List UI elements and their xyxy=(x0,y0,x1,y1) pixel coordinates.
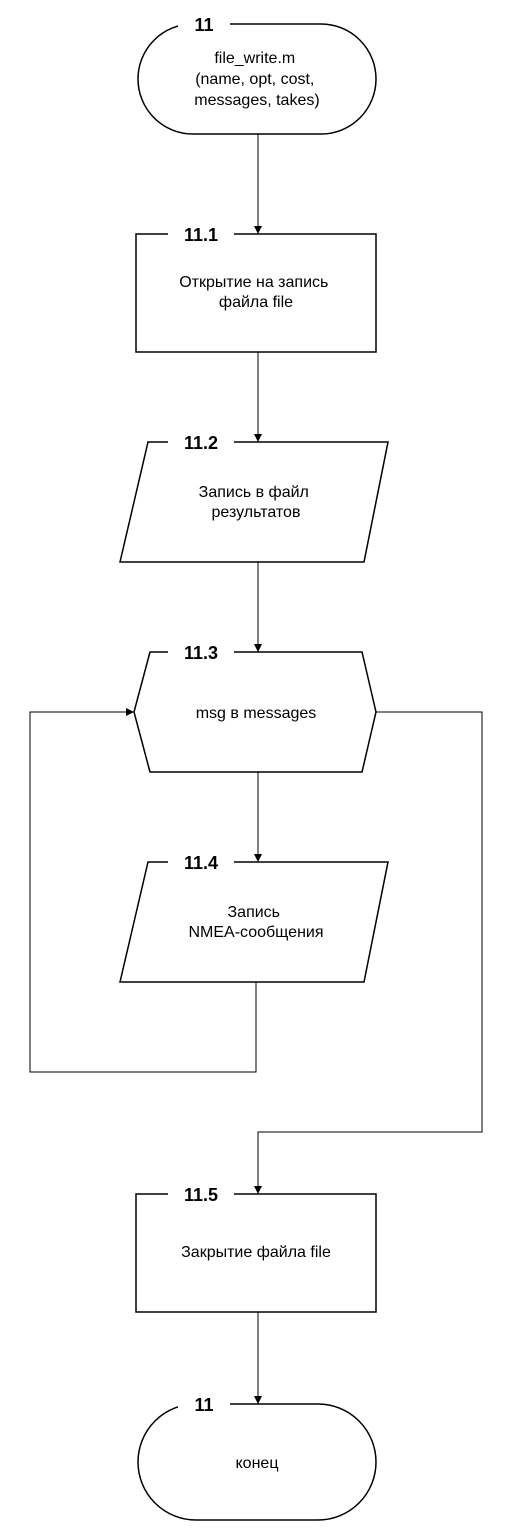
end-terminator-shape xyxy=(137,1403,377,1521)
start-label-line-3: messages, takes) xyxy=(194,92,319,109)
start-number-gap xyxy=(178,14,230,34)
block-11-3-label: msg в messages xyxy=(196,705,317,722)
block-11-4-label: Запись NMEA-сообщения xyxy=(188,904,323,941)
block-11-3-number: 11.3 xyxy=(184,643,218,663)
arrowhead-11-4 xyxy=(254,854,262,862)
end-terminator: 11 конец xyxy=(137,1394,377,1521)
arrowhead-loop-back xyxy=(126,708,134,716)
loop-back-connector xyxy=(29,711,257,1073)
connectors xyxy=(29,134,483,1404)
start-label-line-2: (name, opt, cost, xyxy=(195,71,314,88)
block-11-1-number: 11.1 xyxy=(184,225,218,245)
block-11-5-number: 11.5 xyxy=(184,1185,218,1205)
block-11-5-number-gap xyxy=(168,1184,234,1204)
block-11-4-data: 11.4 Запись NMEA-сообщения xyxy=(119,852,389,983)
arrowhead-11-5 xyxy=(254,1186,262,1194)
start-label-line-1: file_write.m xyxy=(214,50,295,67)
start-terminator-shape xyxy=(137,23,377,135)
start-terminator: 11 file_write.m (name, opt, cost, messag… xyxy=(137,14,377,135)
block-11-2-data: 11.2 Запись в файл результатов xyxy=(119,432,389,563)
block-11-2-number-gap xyxy=(168,432,234,452)
block-11-3-number-gap xyxy=(168,642,234,662)
arrowhead-end xyxy=(254,1396,262,1404)
block-11-5-label: Закрытие файла file xyxy=(181,1244,331,1261)
block-11-1-shape xyxy=(135,233,377,353)
block-11-2-number: 11.2 xyxy=(184,433,218,453)
block-11-5-process: 11.5 Закрытие файла file xyxy=(135,1184,377,1313)
start-label: file_write.m (name, opt, cost, messages,… xyxy=(194,50,319,109)
block-11-4-number-gap xyxy=(168,852,234,872)
block-11-1-label-line-1: Открытие на запись xyxy=(179,274,328,291)
end-label: конец xyxy=(236,1455,279,1472)
block-11-2-label-line-1: Запись в файл xyxy=(199,484,309,501)
block-11-4-shape xyxy=(119,861,389,983)
block-11-2-label-line-2: результатов xyxy=(212,504,301,521)
block-11-3-loop: 11.3 msg в messages xyxy=(133,642,377,773)
block-11-5-shape xyxy=(135,1193,377,1313)
start-number: 11 xyxy=(194,15,213,35)
block-11-2-shape xyxy=(119,441,389,563)
block-11-4-label-line-1: Запись xyxy=(228,904,281,921)
loop-exit-connector xyxy=(257,711,483,1186)
block-11-4-number: 11.4 xyxy=(184,853,218,873)
block-11-4-label-line-2: NMEA-сообщения xyxy=(188,924,323,941)
block-11-3-shape xyxy=(133,651,377,773)
block-11-1-number-gap xyxy=(168,224,234,244)
block-11-1-label-line-2: файла file xyxy=(219,294,293,311)
arrowhead-11-1 xyxy=(254,226,262,234)
block-11-1-label: Открытие на запись файла file xyxy=(179,274,333,311)
block-11-2-label: Запись в файл результатов xyxy=(199,484,314,521)
end-number-gap xyxy=(178,1394,230,1414)
block-11-1-process: 11.1 Открытие на запись файла file xyxy=(135,224,377,353)
arrowhead-11-2 xyxy=(254,434,262,442)
end-number: 11 xyxy=(194,1395,213,1415)
arrowhead-11-3 xyxy=(254,644,262,652)
